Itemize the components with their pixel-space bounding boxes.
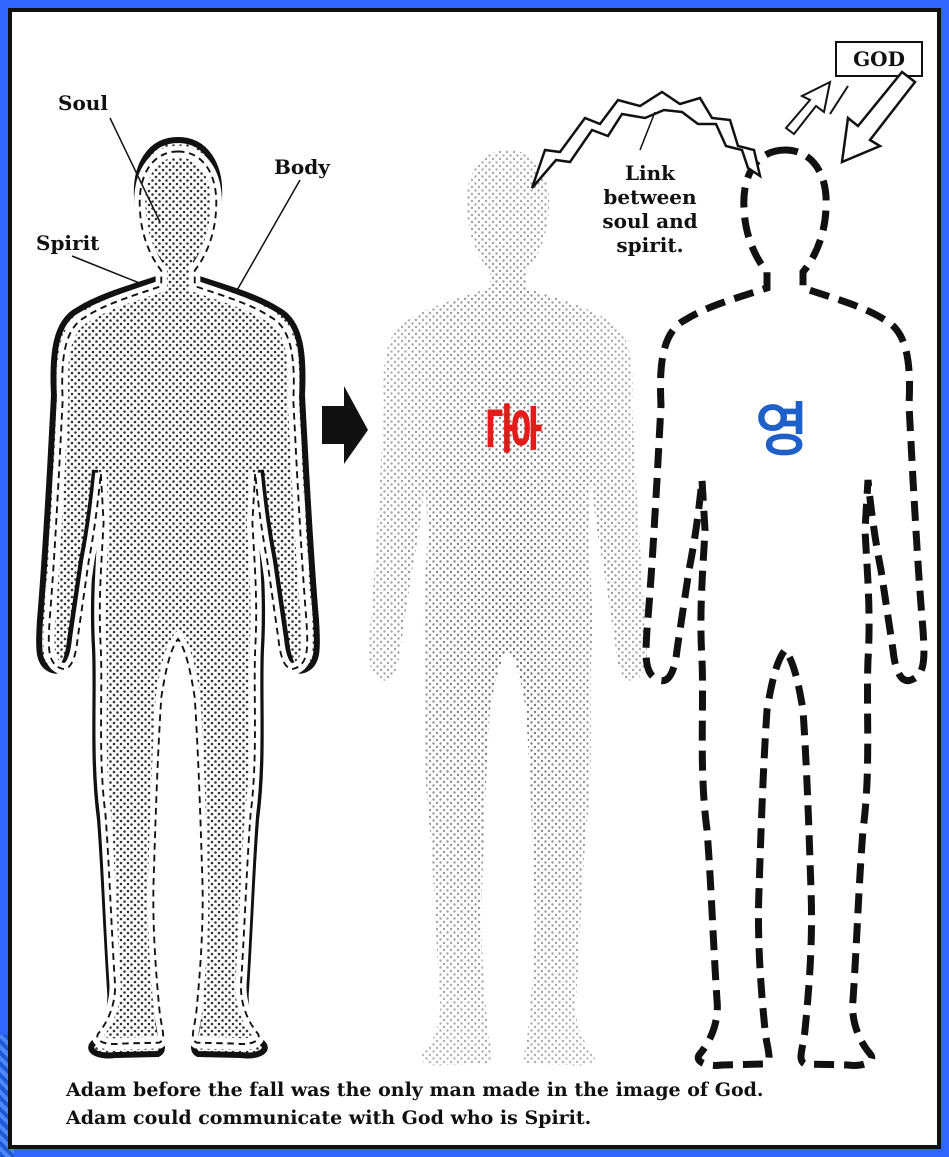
svg-text:Link: Link <box>625 161 676 185</box>
svg-text:GOD: GOD <box>853 47 905 71</box>
god-box: GOD <box>836 42 922 76</box>
svg-text:soul and: soul and <box>602 209 697 233</box>
spirit-figure <box>646 150 924 1065</box>
soul-figure <box>369 150 647 1065</box>
god-ray <box>830 86 848 114</box>
soul-label: Soul <box>58 91 108 115</box>
link-label: Link between soul and spirit. <box>602 161 697 257</box>
caption-line-1: Adam before the fall was the only man ma… <box>65 1079 764 1101</box>
svg-text:between: between <box>603 185 697 209</box>
spirit-korean-label: 영 <box>755 396 808 464</box>
adam-figure-complete <box>39 140 317 1055</box>
right-arrow-icon <box>322 386 368 464</box>
up-arrow-icon <box>786 82 830 134</box>
body-label: Body <box>274 155 331 179</box>
spirit-label: Spirit <box>36 231 100 255</box>
soul-korean-label: 혼 <box>478 401 546 454</box>
caption-line-2: Adam could communicate with God who is S… <box>65 1107 591 1129</box>
svg-text:spirit.: spirit. <box>616 233 683 257</box>
down-arrow-icon <box>842 72 915 162</box>
